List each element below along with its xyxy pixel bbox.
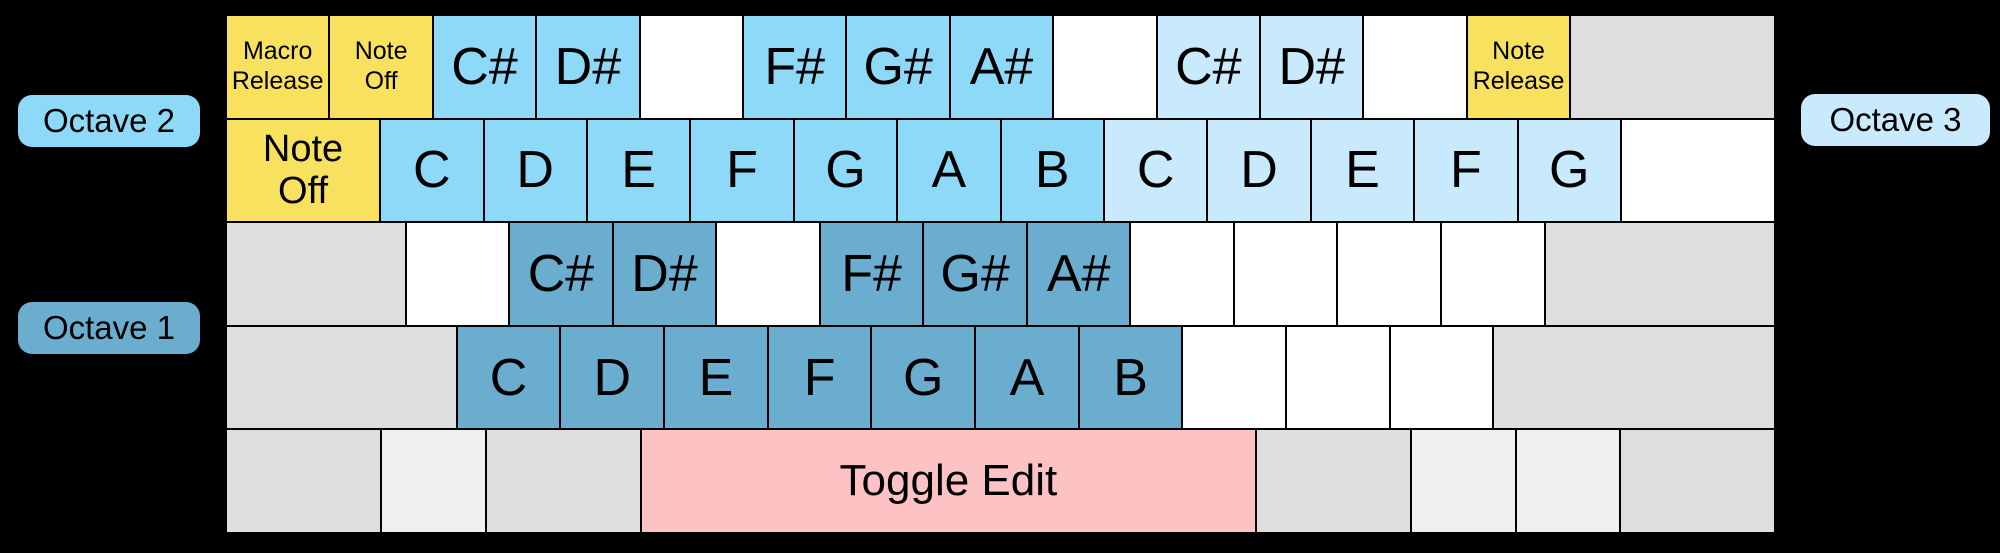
- key-c-sharp-oct3: C#: [1156, 15, 1261, 119]
- key-blank: [1389, 325, 1494, 430]
- key-right-super: [1411, 429, 1516, 533]
- key-f-sharp-oct1: F#: [819, 222, 924, 326]
- key-c-oct1: C: [456, 325, 561, 430]
- key-backslash: [1620, 118, 1776, 223]
- key-a-sharp-oct2: A#: [949, 15, 1054, 119]
- key-note-release: Note Release: [1466, 15, 1571, 119]
- key-c-oct2: C: [380, 118, 484, 223]
- key-spacebar-toggle-edit: Toggle Edit: [640, 429, 1256, 533]
- octave-1-label: Octave 1: [18, 302, 200, 354]
- key-g-oct1: G: [871, 325, 976, 430]
- key-enter: [1544, 222, 1775, 326]
- key-d-oct3: D: [1207, 118, 1311, 223]
- key-g-oct2: G: [793, 118, 898, 223]
- key-blank: [639, 15, 744, 119]
- key-f-oct2: F: [690, 118, 794, 223]
- key-f-sharp-oct2: F#: [743, 15, 847, 119]
- key-d-oct1: D: [560, 325, 665, 430]
- keyboard-row-3: C#D# F#G#A#: [226, 222, 1775, 326]
- key-left-alt: [485, 429, 641, 533]
- key-a-sharp-oct1: A#: [1026, 222, 1131, 326]
- key-blank: [405, 222, 510, 326]
- key-note-off: Note Off: [329, 15, 433, 119]
- key-blank: [1337, 222, 1441, 326]
- key-blank: [1363, 15, 1467, 119]
- key-right-alt: [1256, 429, 1412, 533]
- key-g-sharp-oct2: G#: [846, 15, 950, 119]
- key-backspace: [1570, 15, 1776, 119]
- key-b-oct1: B: [1078, 325, 1183, 430]
- key-b-oct2: B: [1000, 118, 1104, 223]
- key-f-oct1: F: [767, 325, 872, 430]
- key-e-oct1: E: [664, 325, 768, 430]
- keyboard-row-5: Toggle Edit: [226, 429, 1775, 533]
- key-menu: [1515, 429, 1620, 533]
- key-blank: [716, 222, 820, 326]
- key-macro-release: Macro Release: [226, 15, 330, 119]
- key-blank: [1182, 325, 1287, 430]
- octave-3-label: Octave 3: [1801, 94, 1990, 146]
- key-c-oct3: C: [1103, 118, 1208, 223]
- key-blank: [1053, 15, 1157, 119]
- key-left-ctrl: [226, 429, 382, 533]
- key-a-oct2: A: [897, 118, 1001, 223]
- key-d-sharp-oct1: D#: [612, 222, 717, 326]
- key-d-sharp-oct3: D#: [1260, 15, 1364, 119]
- key-f-oct3: F: [1414, 118, 1518, 223]
- key-c-sharp-oct2: C#: [432, 15, 537, 119]
- key-g-oct3: G: [1517, 118, 1621, 223]
- key-blank: [1233, 222, 1338, 326]
- key-a-oct1: A: [975, 325, 1079, 430]
- key-e-oct3: E: [1310, 118, 1415, 223]
- key-e-oct2: E: [586, 118, 691, 223]
- key-blank: [1286, 325, 1390, 430]
- key-caps-lock: [226, 222, 406, 326]
- key-blank: [1441, 222, 1545, 326]
- key-note-off-tab: Note Off: [226, 118, 381, 223]
- key-right-shift: [1493, 325, 1776, 430]
- key-right-ctrl: [1619, 429, 1775, 533]
- key-g-sharp-oct1: G#: [923, 222, 1027, 326]
- key-d-sharp-oct2: D#: [536, 15, 640, 119]
- key-left-super: [381, 429, 486, 533]
- key-c-sharp-oct1: C#: [509, 222, 613, 326]
- key-blank: [1130, 222, 1234, 326]
- key-d-oct2: D: [483, 118, 587, 223]
- key-left-shift: [226, 325, 457, 430]
- octave-2-label: Octave 2: [18, 95, 200, 147]
